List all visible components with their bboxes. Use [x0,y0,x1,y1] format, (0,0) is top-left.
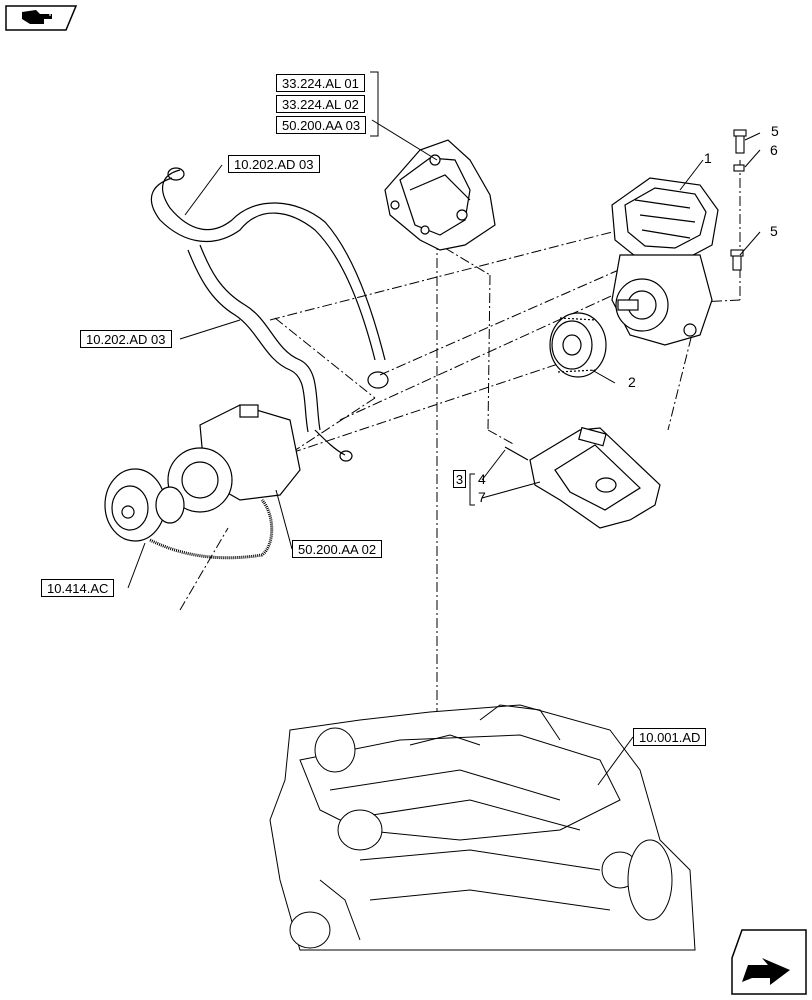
air-compressor [611,177,719,346]
ref-50-200-aa-02[interactable]: 50.200.AA 02 [292,540,383,558]
mounting-bracket [504,426,661,529]
callout-1: 1 [704,150,712,166]
callout-4: 4 [478,471,486,487]
ac-compressor-assembly [104,404,301,560]
bracket-part [384,139,496,251]
ref-10-202-ad-03-top[interactable]: 10.202.AD 03 [228,155,320,173]
reference-leaders [127,71,761,786]
ref-10-001-ad[interactable]: 10.001.AD [633,728,707,746]
callout-2: 2 [628,374,636,390]
coolant-hoses [150,167,389,462]
book-arrow-icon[interactable] [5,5,78,31]
callout-3: 3 [453,470,466,488]
callout-6: 6 [770,142,778,158]
bolts [730,129,747,271]
ref-10-414-ac[interactable]: 10.414.AC [41,579,115,597]
ref-50-200-aa-03[interactable]: 50.200.AA 03 [276,116,367,134]
ref-33-224-al-02[interactable]: 33.224.AL 02 [276,95,365,113]
engine-assembly [269,704,696,951]
pulley [549,312,607,378]
next-page-arrow-icon[interactable] [731,929,807,995]
ref-10-202-ad-03-left[interactable]: 10.202.AD 03 [80,330,172,348]
callout-7: 7 [478,489,486,505]
ref-33-224-al-01[interactable]: 33.224.AL 01 [276,74,365,92]
callout-5-top: 5 [771,123,779,139]
callout-5-mid: 5 [770,223,778,239]
